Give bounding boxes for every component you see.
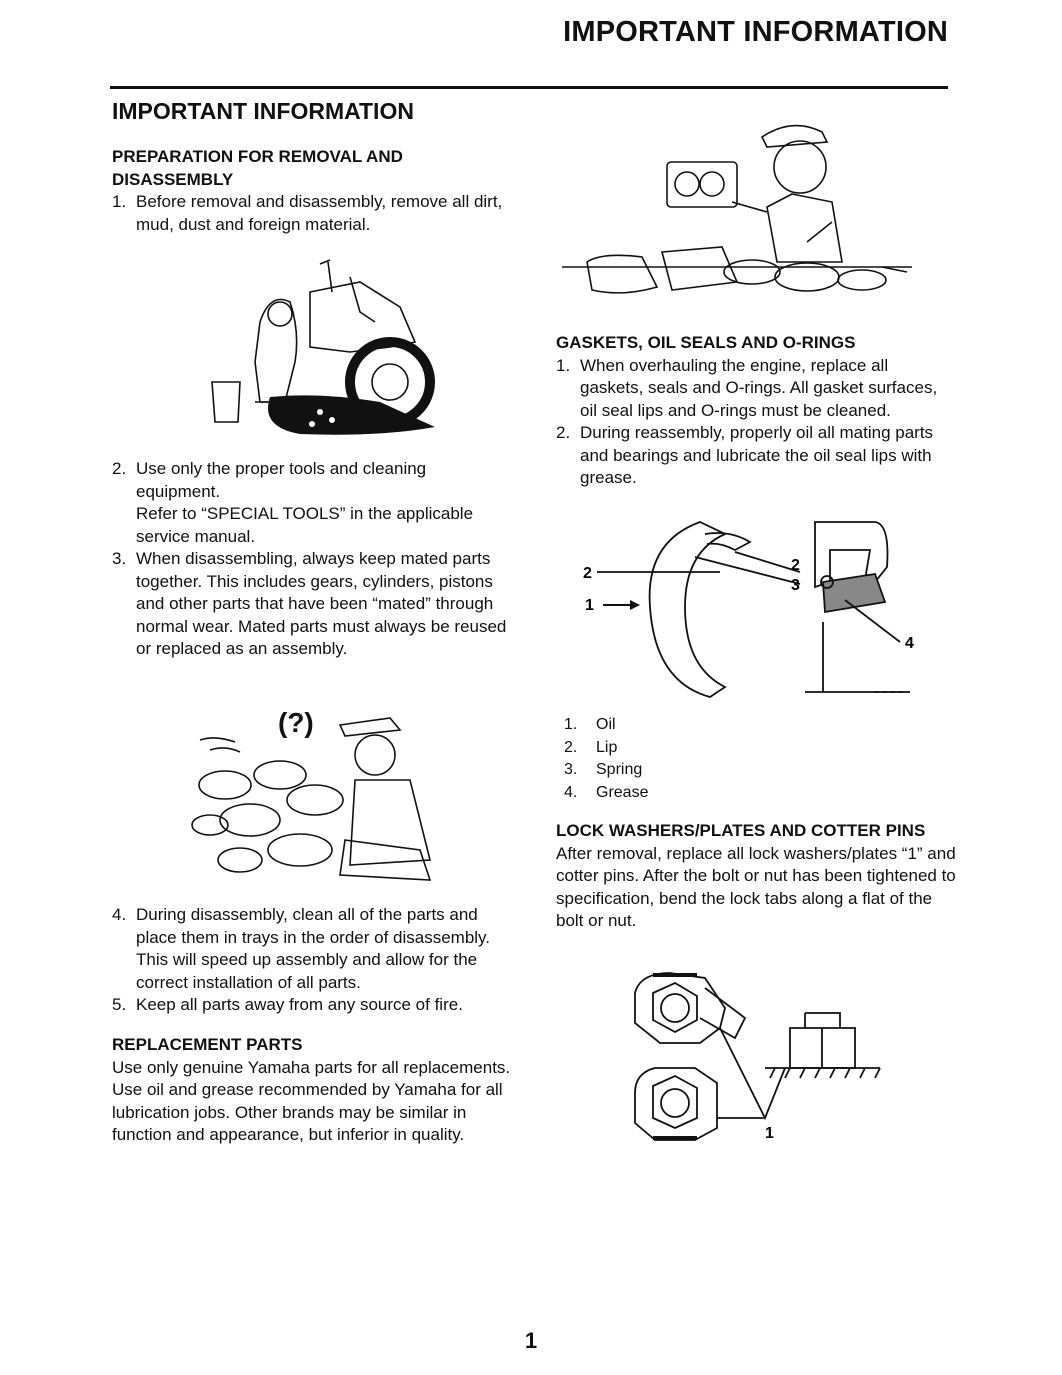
replacement-heading: REPLACEMENT PARTS xyxy=(112,1035,303,1054)
replacement-text: Use only genuine Yamaha parts for all re… xyxy=(112,1057,511,1145)
lock-washers-heading: LOCK WASHERS/PLATES AND COTTER PINS xyxy=(556,821,926,840)
oil-seal-diagram: 2 1 2 3 4 xyxy=(583,521,914,698)
seal-callout-2a: 2 xyxy=(583,565,592,582)
lock-washer-diagram: 1 xyxy=(634,972,881,1142)
list-item: 2.During reassembly, properly oil all ma… xyxy=(556,423,934,487)
seal-callout-4: 4 xyxy=(905,635,914,652)
list-item: 1.Before removal and disassembly, remove… xyxy=(112,192,503,234)
list-item: 4.During disassembly, clean all of the p… xyxy=(112,905,491,992)
legend-item: 3.Spring xyxy=(564,761,643,779)
preparation-steps-mid: 2.Use only the proper tools and cleaning… xyxy=(112,458,512,661)
gaskets-heading: GASKETS, OIL SEALS AND O-RINGS xyxy=(556,333,856,352)
replacement-block: REPLACEMENT PARTS Use only genuine Yamah… xyxy=(112,1034,512,1147)
lock-washers-block: LOCK WASHERS/PLATES AND COTTER PINS Afte… xyxy=(556,820,956,933)
preparation-heading: PREPARATION FOR REMOVAL AND DISASSEMBLY xyxy=(112,147,403,189)
seal-callout-3: 3 xyxy=(791,577,800,594)
section-title: IMPORTANT INFORMATION xyxy=(112,98,414,124)
lock-washers-text: After removal, replace all lock washers/… xyxy=(556,843,956,931)
list-item: 1.When overhauling the engine, replace a… xyxy=(556,355,938,420)
svg-text:(?): (?) xyxy=(278,707,314,738)
legend-item: 4.Grease xyxy=(564,784,649,802)
list-item: 2.Use only the proper tools and cleaning… xyxy=(112,459,474,546)
motorcycle-cleaning-illustration xyxy=(211,259,435,435)
gaskets-block: GASKETS, OIL SEALS AND O-RINGS 1.When ov… xyxy=(556,332,956,490)
legend-item: 1.Oil xyxy=(564,716,616,733)
lock-washer-callout-1: 1 xyxy=(765,1125,774,1142)
preparation-steps-bottom: 4.During disassembly, clean all of the p… xyxy=(112,904,512,1017)
gasket-mechanic-illustration xyxy=(562,124,912,294)
seal-callout-1: 1 xyxy=(585,597,594,614)
seal-callout-2b: 2 xyxy=(791,557,800,574)
preparation-block: PREPARATION FOR REMOVAL AND DISASSEMBLY … xyxy=(112,146,512,236)
page-header-title: IMPORTANT INFORMATION xyxy=(563,16,948,48)
list-item: 3.When disassembling, always keep mated … xyxy=(112,549,507,658)
mated-parts-illustration: (?) xyxy=(191,707,432,881)
legend-item: 2.Lip xyxy=(564,738,618,756)
seal-legend: 1.Oil 2.Lip 3.Spring 4.Grease xyxy=(564,714,648,805)
list-item: 5.Keep all parts away from any source of… xyxy=(112,995,463,1014)
preparation-steps-top: 1.Before removal and disassembly, remove… xyxy=(112,191,512,236)
page-number: 1 xyxy=(524,1328,538,1353)
header-rule xyxy=(110,86,948,89)
